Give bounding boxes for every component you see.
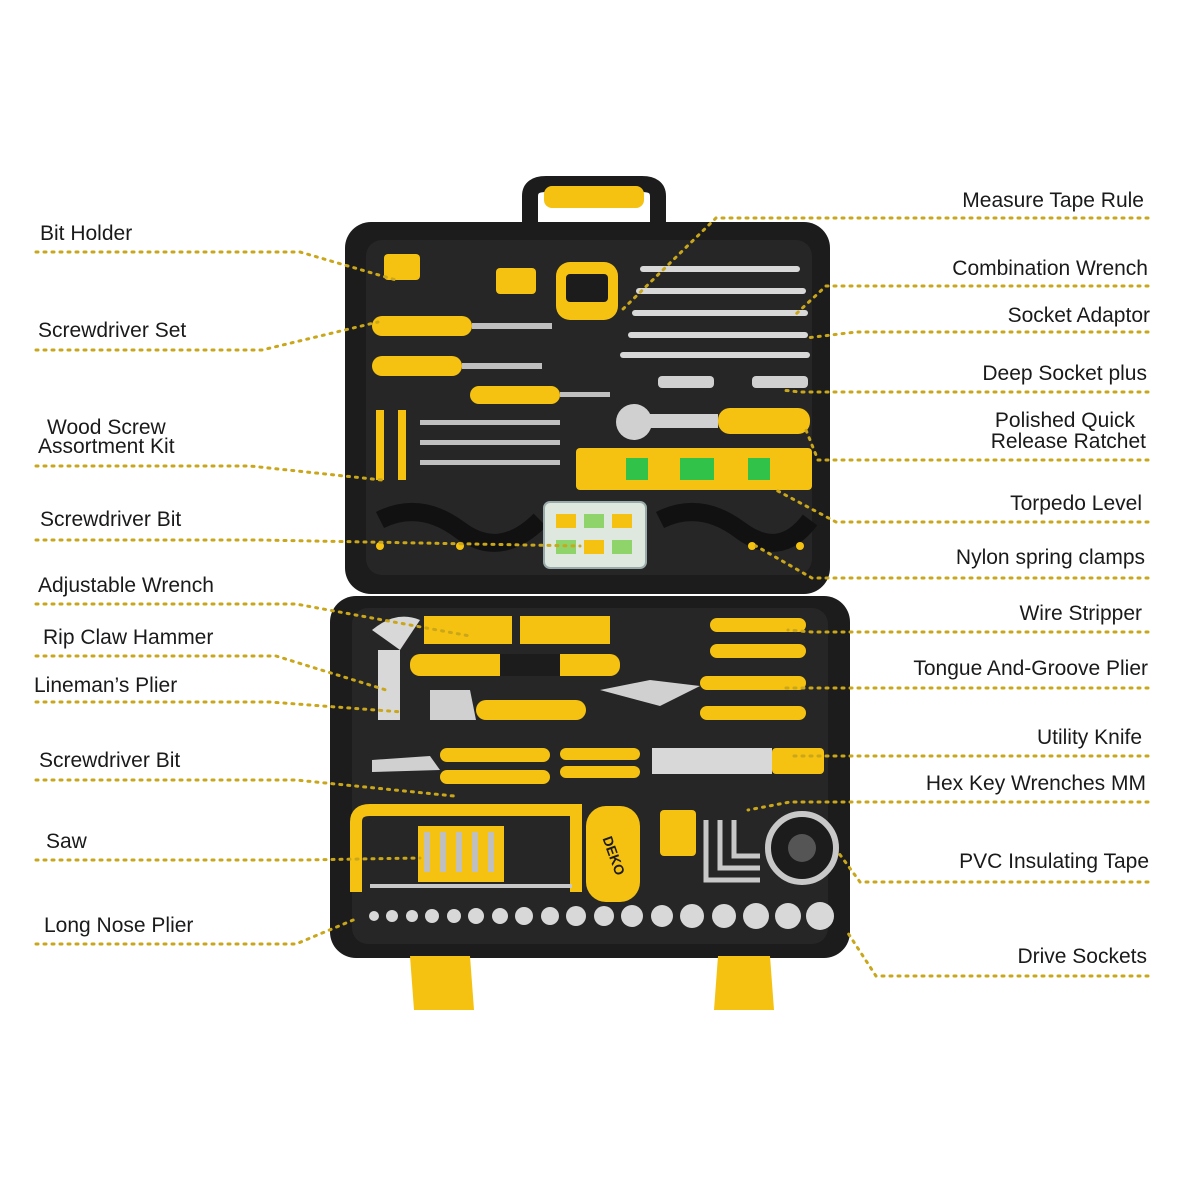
label-nylon-spring-clamps: Nylon spring clamps	[955, 546, 1145, 569]
hacksaw-art	[350, 804, 582, 892]
socket-adaptor-art	[658, 376, 808, 388]
label-tongue-and-groove-plier: Tongue And-Groove Plier	[913, 657, 1148, 680]
bit-holder-art	[418, 826, 504, 882]
label-linemans-plier: Lineman’s Plier	[34, 674, 178, 697]
label-wire-stripper: Wire Stripper	[1019, 602, 1142, 625]
hex-keys-art	[660, 810, 760, 883]
screwdriver-set-art	[372, 254, 610, 480]
label-hex-key-wrenches-mm: Hex Key Wrenches MM	[925, 772, 1146, 795]
label-screwdriver-set: Screwdriver Set	[38, 319, 187, 342]
case-handle	[522, 176, 666, 228]
adjustable-wrench-art	[430, 690, 586, 720]
label-long-nose-plier: Long Nose Plier	[44, 914, 194, 937]
label-release-ratchet: Release Ratchet	[990, 430, 1146, 453]
leader-lines	[34, 216, 1150, 978]
hammer-art	[372, 616, 620, 720]
label-torpedo-level: Torpedo Level	[1010, 492, 1142, 515]
screwdriver-bits-art	[424, 616, 610, 644]
utility-knife-art	[652, 748, 824, 774]
label-socket-adaptor: Socket Adaptor	[1007, 304, 1150, 327]
label-wood-screw: Wood Screw	[47, 416, 166, 439]
label-combination-wrench: Combination Wrench	[952, 257, 1148, 280]
spring-clamps-art	[375, 503, 818, 552]
ratchet-art	[616, 404, 810, 440]
label-utility-knife: Utility Knife	[1036, 726, 1142, 749]
label-screwdriver-bit-top: Screwdriver Bit	[40, 508, 182, 531]
label-adjustable-wrench: Adjustable Wrench	[38, 574, 214, 597]
pliers-right-art	[600, 618, 806, 720]
pliers-left-art	[372, 748, 640, 784]
label-rip-claw-hammer: Rip Claw Hammer	[43, 626, 214, 649]
label-saw: Saw	[46, 830, 87, 853]
wood-screw-kit-art	[543, 501, 647, 569]
case-latches	[410, 956, 774, 1010]
label-bit-holder: Bit Holder	[40, 222, 133, 245]
pvc-tape-art	[765, 811, 839, 885]
label-pvc-insulating-tape: PVC Insulating Tape	[959, 850, 1149, 873]
deko-driver-art: DEKO	[586, 806, 640, 902]
label-polished-quick: Polished Quick	[994, 409, 1135, 432]
label-deep-socket-plus: Deep Socket plus	[982, 362, 1147, 385]
label-drive-sockets: Drive Sockets	[1017, 945, 1147, 968]
drive-sockets-art	[369, 902, 834, 930]
torpedo-level-art	[576, 448, 812, 490]
label-screwdriver-bit-bottom: Screwdriver Bit	[39, 749, 181, 772]
label-measure-tape-rule: Measure Tape Rule	[962, 189, 1144, 212]
label-assortment-kit: Assortment Kit	[38, 435, 175, 458]
combination-wrenches-art	[620, 266, 810, 358]
tape-measure-art	[556, 262, 618, 320]
